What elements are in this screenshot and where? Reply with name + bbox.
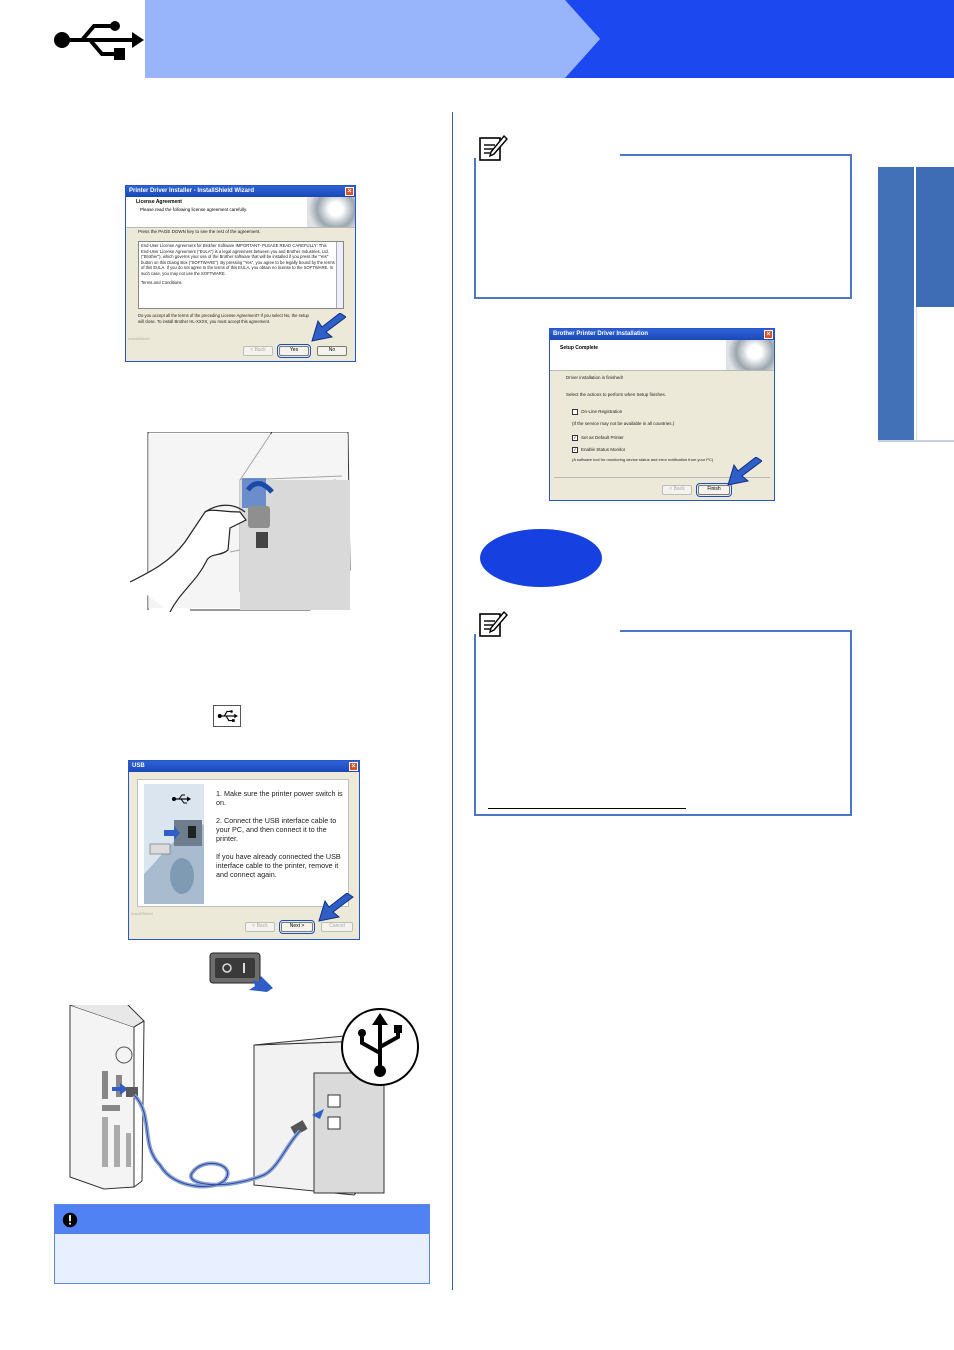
- dialog-banner: License Agreement Please read the follow…: [126, 197, 355, 228]
- installer-graphic: [307, 197, 355, 227]
- dialog-subheading: Please read the following license agreem…: [140, 207, 248, 212]
- back-button[interactable]: < Back: [243, 346, 273, 356]
- note-pencil-icon: [479, 134, 508, 161]
- installshield-label: InstallShield: [131, 911, 153, 916]
- dialog-title-bar: Brother Printer Driver Installation ×: [550, 329, 774, 340]
- note-header-rule: [620, 154, 852, 156]
- note-header-gap: [474, 150, 620, 158]
- license-instruction: Press the PAGE DOWN key to see the rest …: [138, 229, 261, 234]
- link-underline[interactable]: [488, 808, 686, 809]
- side-tab-section: [878, 167, 914, 440]
- yes-button[interactable]: Yes: [277, 344, 311, 358]
- select-actions-text: Select the actions to perform when Setup…: [566, 392, 667, 397]
- license-question: Do you accept all the terms of the prece…: [138, 313, 309, 324]
- note-box: [474, 154, 852, 299]
- usb-cable-graphic: [144, 784, 204, 904]
- finish-button[interactable]: Finish: [696, 483, 732, 497]
- cancel-button[interactable]: Cancel: [321, 922, 353, 932]
- close-icon[interactable]: ×: [349, 762, 358, 771]
- important-box: [54, 1204, 430, 1284]
- printer-usb-cover-illustration: [130, 432, 351, 612]
- usb-dialog-panel: 1. Make sure the printer power switch is…: [137, 779, 349, 907]
- usb-icon: [54, 21, 144, 60]
- back-button[interactable]: < Back: [662, 485, 692, 495]
- license-body: End-User License Agreement for Brother S…: [141, 243, 335, 276]
- option-note: (A software tool for monitoring device s…: [572, 457, 714, 462]
- side-tab-divider: [878, 440, 954, 442]
- option-label: On-Line Registration: [581, 409, 623, 414]
- option-default-printer[interactable]: ✓ Set as Default Printer: [572, 435, 624, 442]
- dialog-separator: [554, 477, 770, 478]
- usb-cable-connection-illustration: [69, 1005, 419, 1196]
- side-tab-subsection-active: [916, 167, 954, 307]
- dialog-title: Brother Printer Driver Installation: [553, 331, 649, 337]
- close-icon[interactable]: ×: [345, 187, 354, 196]
- option-label: Set as Default Printer: [581, 435, 624, 440]
- step-finish-oval: [480, 529, 602, 587]
- checkbox-checked[interactable]: ✓: [572, 447, 578, 454]
- install-finished-text: Driver installation is finished!: [566, 375, 624, 380]
- installer-graphic: [726, 340, 774, 370]
- checkbox-checked[interactable]: ✓: [572, 435, 578, 442]
- option-status-monitor[interactable]: ✓ Enable Status Monitor: [572, 447, 625, 454]
- license-terms: Terms and Conditions.: [141, 279, 183, 285]
- dialog-heading: License Agreement: [136, 199, 182, 205]
- usb-icon: [213, 705, 241, 727]
- back-button[interactable]: < Back: [245, 922, 275, 932]
- option-online-registration[interactable]: On-Line Registration: [572, 409, 622, 416]
- dialog-title: Printer Driver Installer - InstallShield…: [129, 188, 254, 194]
- note-box: [474, 630, 852, 816]
- next-button[interactable]: Next >: [279, 920, 315, 934]
- dialog-title-bar: USB ×: [129, 761, 359, 772]
- usb-connection-dialog: USB × 1. Make sure the printer power swi…: [128, 760, 360, 940]
- license-scrollbar[interactable]: [336, 242, 343, 308]
- exclamation-icon: [62, 1212, 78, 1228]
- important-header: [55, 1205, 429, 1234]
- dialog-title: USB: [132, 763, 145, 769]
- license-text-area[interactable]: End-User License Agreement for Brother S…: [138, 241, 344, 309]
- power-switch-illustration: [209, 952, 273, 992]
- usb-step-3: If you have already connected the USB in…: [216, 852, 341, 879]
- usb-step-1: 1. Make sure the printer power switch is…: [216, 789, 343, 807]
- note-header-rule: [620, 630, 852, 632]
- note-pencil-icon: [479, 610, 508, 637]
- column-divider: [452, 112, 453, 1290]
- installshield-label: InstallShield: [128, 336, 150, 341]
- arrow-icon: [318, 893, 354, 922]
- usb-step-2: 2. Connect the USB interface cable to yo…: [216, 816, 337, 843]
- option-note: (If the service may not be available in …: [572, 421, 675, 426]
- dialog-banner: Setup Complete: [550, 340, 774, 371]
- dialog-title-bar: Printer Driver Installer - InstallShield…: [126, 186, 355, 197]
- close-icon[interactable]: ×: [764, 330, 773, 339]
- note-header-gap: [474, 626, 620, 634]
- arrow-icon: [311, 313, 346, 342]
- checkbox[interactable]: [572, 409, 578, 416]
- no-button[interactable]: No: [317, 346, 347, 356]
- header-bar: [0, 0, 954, 78]
- side-tab-subsection: [916, 307, 954, 440]
- option-label: Enable Status Monitor: [581, 447, 626, 452]
- arrow-icon: [727, 457, 762, 486]
- dialog-heading: Setup Complete: [560, 345, 599, 351]
